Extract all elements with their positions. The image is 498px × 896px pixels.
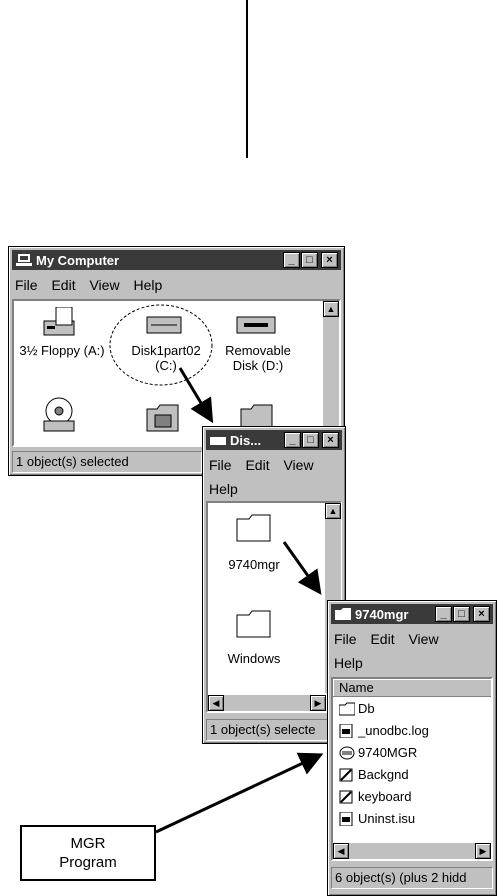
mgr-program-callout: MGR Program	[20, 825, 156, 881]
cd-drive-icon[interactable]	[42, 397, 76, 433]
menu-bar-row2: Help	[334, 655, 373, 671]
maximize-button[interactable]: □	[301, 252, 318, 268]
removable-disk-icon[interactable]	[236, 315, 276, 335]
folder-icon	[339, 702, 355, 715]
scroll-up-button[interactable]: ▲	[325, 503, 341, 519]
shortcut-icon	[339, 768, 353, 781]
menu-file[interactable]: File	[334, 631, 357, 647]
menu-view[interactable]: View	[89, 277, 120, 293]
disk-c-label[interactable]: Disk1part02 (C:)	[131, 343, 201, 373]
menu-edit[interactable]: Edit	[51, 277, 76, 293]
maximize-button[interactable]: □	[302, 432, 319, 448]
folder-label-windows[interactable]: Windows	[227, 651, 281, 666]
hard-disk-icon[interactable]	[146, 315, 182, 335]
folder-icon[interactable]	[236, 609, 272, 639]
file-name: Backgnd	[358, 767, 409, 782]
list-item[interactable]: keyboard	[339, 789, 411, 804]
list-item[interactable]: 9740MGR	[339, 745, 417, 760]
menu-view[interactable]: View	[408, 631, 439, 647]
status-bar: 1 object(s) selected	[12, 451, 202, 473]
list-item[interactable]: Uninst.isu	[339, 811, 415, 826]
disk-window: Dis... _ □ × File Edit View Help 9740mgr…	[202, 426, 346, 744]
arrow-to-disk	[178, 367, 214, 424]
horizontal-scrollbar[interactable]: ◀ ▶	[333, 843, 491, 859]
menu-bar: File Edit View	[334, 631, 449, 647]
menu-help[interactable]: Help	[133, 277, 163, 293]
log-file-icon	[339, 723, 353, 738]
close-button[interactable]: ×	[473, 606, 490, 622]
list-item[interactable]: _unodbc.log	[339, 723, 429, 738]
file-name: Uninst.isu	[358, 811, 416, 826]
menu-bar-row2: Help	[209, 481, 248, 497]
vertical-scrollbar[interactable]: ▲	[323, 301, 339, 445]
mgr-window: 9740mgr _ □ × File Edit View Help Name D…	[327, 600, 497, 896]
column-header-name[interactable]: Name	[333, 679, 491, 697]
minimize-button[interactable]: _	[283, 252, 300, 268]
list-item[interactable]: Db	[339, 701, 375, 716]
menu-bar: File Edit View Help	[15, 277, 172, 293]
arrow-to-program	[155, 752, 324, 834]
folder-pane: 9740mgr Windows	[206, 501, 342, 713]
program-icon	[339, 746, 355, 759]
scroll-right-button[interactable]: ▶	[310, 695, 326, 711]
scroll-up-button[interactable]: ▲	[323, 301, 339, 317]
floppy-drive-icon[interactable]	[42, 307, 78, 337]
menu-bar: File Edit View	[209, 457, 324, 473]
icon-pane: 3½ Floppy (A:) Disk1part02 (C:) Removabl…	[12, 299, 341, 447]
title-bar[interactable]: My Computer _ □ ×	[12, 250, 341, 270]
drive-icon	[210, 434, 226, 446]
file-name: _unodbc.log	[358, 723, 429, 738]
window-title: Dis...	[230, 432, 262, 448]
menu-help[interactable]: Help	[334, 655, 363, 671]
callout-line2: Program	[59, 854, 117, 871]
folder-label-9740mgr[interactable]: 9740mgr	[228, 557, 280, 572]
close-button[interactable]: ×	[321, 252, 338, 268]
floppy-label[interactable]: 3½ Floppy (A:)	[19, 343, 105, 358]
menu-edit[interactable]: Edit	[245, 457, 270, 473]
menu-file[interactable]: File	[15, 277, 38, 293]
scroll-left-button[interactable]: ◀	[333, 843, 349, 859]
maximize-button[interactable]: □	[453, 606, 470, 622]
disk-d-label[interactable]: Removable Disk (D:)	[225, 343, 291, 373]
scroll-right-button[interactable]: ▶	[475, 843, 491, 859]
menu-view[interactable]: View	[283, 457, 314, 473]
computer-icon	[16, 254, 32, 266]
file-icon	[339, 811, 353, 826]
list-item[interactable]: Backgnd	[339, 767, 409, 782]
divider-line	[246, 0, 248, 158]
folder-icon[interactable]	[236, 513, 272, 543]
file-name: keyboard	[358, 789, 412, 804]
menu-file[interactable]: File	[209, 457, 232, 473]
highlight-ellipse	[109, 304, 213, 386]
callout-line1: MGR	[70, 835, 106, 852]
menu-edit[interactable]: Edit	[370, 631, 395, 647]
window-title: 9740mgr	[355, 606, 409, 622]
control-panel-icon[interactable]	[146, 403, 180, 433]
title-bar[interactable]: Dis... _ □ ×	[206, 430, 342, 450]
folder-icon	[335, 608, 351, 620]
scroll-left-button[interactable]: ◀	[208, 695, 224, 711]
close-button[interactable]: ×	[322, 432, 339, 448]
horizontal-scrollbar[interactable]: ◀ ▶	[208, 695, 326, 711]
minimize-button[interactable]: _	[284, 432, 301, 448]
window-title: My Computer	[36, 252, 120, 268]
arrow-to-mgr	[282, 541, 322, 595]
minimize-button[interactable]: _	[435, 606, 452, 622]
title-bar[interactable]: 9740mgr _ □ ×	[331, 604, 493, 624]
file-name: Db	[358, 701, 375, 716]
shortcut-icon	[339, 790, 353, 803]
menu-help[interactable]: Help	[209, 481, 238, 497]
status-bar: 6 object(s) (plus 2 hidd	[331, 867, 493, 889]
file-name: 9740MGR	[358, 745, 418, 760]
file-list-pane: Name Db _unodbc.log 9740MGR Backgnd keyb…	[331, 677, 493, 861]
